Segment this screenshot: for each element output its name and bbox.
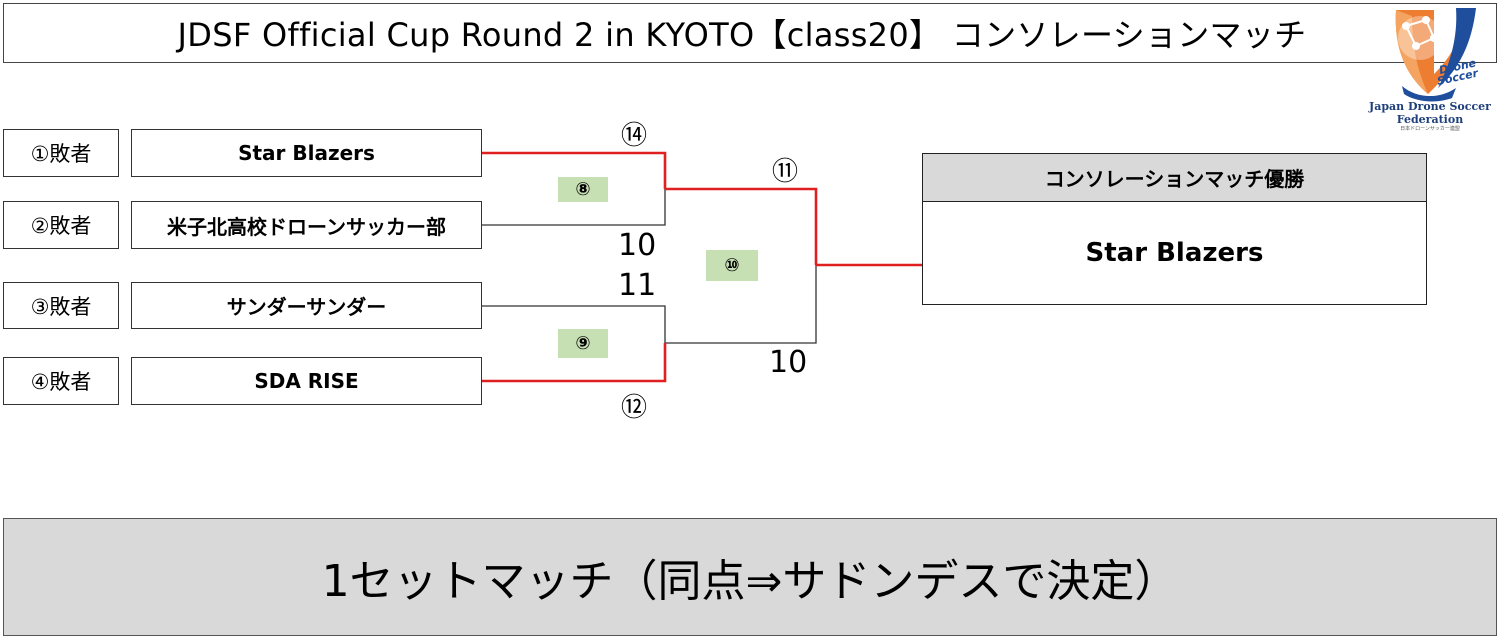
title-bar: JDSF Official Cup Round 2 in KYOTO【class… (3, 3, 1497, 63)
line-entry-3 (481, 305, 666, 345)
seed-label: ④敗者 (30, 370, 92, 394)
rule-text: 1セットマッチ（同点⇒サドンデスで決定） (321, 556, 1179, 607)
win-line-entry-1 (481, 151, 667, 189)
score-semi2-loser: 11 (618, 268, 657, 303)
circled-number-top: ⑭ (621, 121, 648, 151)
team-name: SDA RISE (254, 369, 359, 393)
seed-label: ③敗者 (30, 294, 92, 319)
team-name: サンダーサンダー (226, 295, 387, 319)
score-final-loser: 10 (769, 345, 808, 380)
rule-banner: 1セットマッチ（同点⇒サドンデスで決定） (3, 518, 1497, 636)
logo-line-3: 日本ドローンサッカー連盟 (1400, 126, 1460, 132)
team-box-3: サンダーサンダー (131, 282, 482, 329)
winner-box: コンソレーションマッチ優勝 Star Blazers (922, 153, 1427, 305)
winner-name: Star Blazers (1085, 238, 1264, 268)
logo-line-1: Japan Drone Soccer (1369, 100, 1491, 113)
team-box-1: Star Blazers (131, 129, 482, 177)
line-entry-2 (481, 189, 666, 226)
logo-caption: Japan Drone Soccer Federation 日本ドローンサッカー… (1360, 100, 1500, 133)
seed-box-1: ①敗者 (3, 129, 119, 177)
seed-box-4: ④敗者 (3, 357, 119, 405)
match-badge-8: ⑧ (558, 177, 608, 202)
circled-number-bottom: ⑫ (621, 393, 648, 423)
drone-soccer-logo-icon: Drone Soccer (1372, 2, 1500, 136)
seed-box-2: ②敗者 (3, 201, 119, 249)
match-badge-9: ⑨ (558, 329, 608, 358)
winner-header: コンソレーションマッチ優勝 (923, 154, 1426, 202)
team-name: 米子北高校ドローンサッカー部 (167, 214, 446, 239)
logo-line-2: Federation (1396, 113, 1464, 126)
match-badge-10: ⑩ (706, 250, 758, 281)
team-name: Star Blazers (238, 141, 375, 165)
line-semi-2 (665, 265, 817, 344)
win-line-semi-1 (665, 187, 818, 265)
win-line-entry-4 (481, 343, 667, 383)
circled-number-final: ⑪ (772, 157, 799, 187)
page-title: JDSF Official Cup Round 2 in KYOTO【class… (177, 16, 1307, 54)
score-semi1-loser: 10 (618, 228, 657, 263)
team-box-2: 米子北高校ドローンサッカー部 (131, 201, 482, 249)
seed-label: ②敗者 (30, 214, 92, 238)
seed-label: ①敗者 (30, 142, 92, 166)
seed-box-3: ③敗者 (3, 282, 119, 329)
team-box-4: SDA RISE (131, 357, 482, 405)
